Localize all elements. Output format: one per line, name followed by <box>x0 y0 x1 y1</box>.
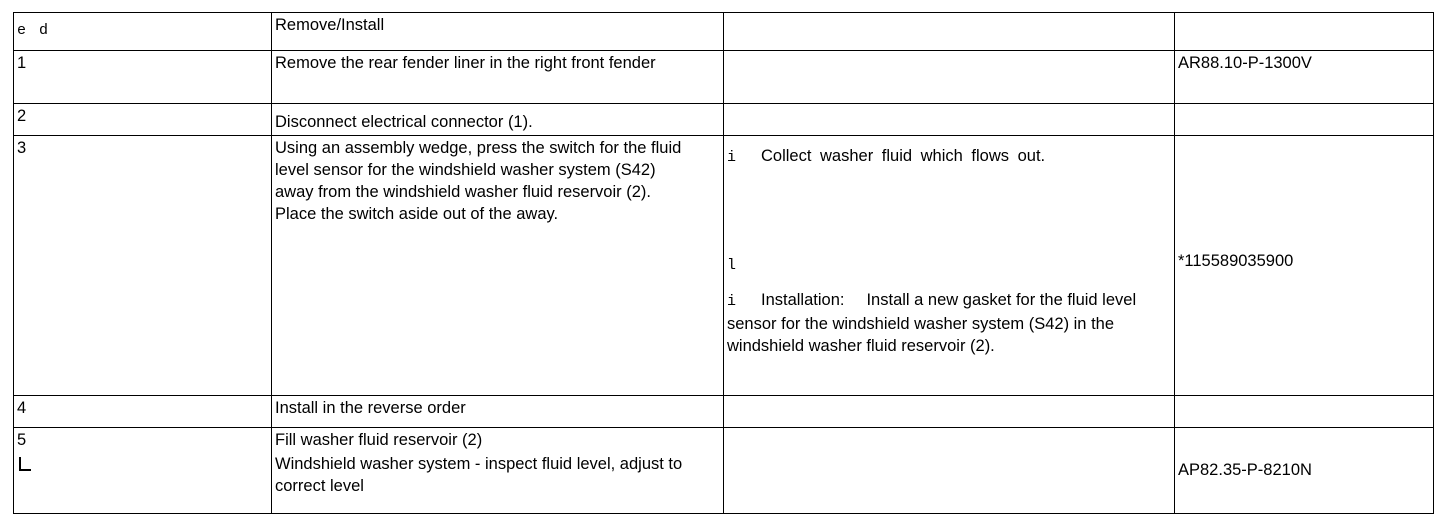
level-marker-icon: l <box>727 257 737 274</box>
header-row: e d Remove/Install <box>13 12 1434 51</box>
header-title-cell: Remove/Install <box>271 12 724 51</box>
step-number: 5 <box>17 431 27 449</box>
step-note-cell <box>723 395 1175 428</box>
note-installation: i Installation:Install a new gasket for t… <box>727 289 1147 357</box>
step-ref: *115589035900 <box>1178 252 1294 270</box>
step-text-cell: Fill washer fluid reservoir (2) Windshie… <box>271 427 724 514</box>
step-text: Disconnect electrical connector (1). <box>275 113 533 131</box>
step-number: 1 <box>17 54 27 72</box>
step-ref-cell: *115589035900 <box>1174 135 1434 396</box>
step-number-cell: 1 <box>13 50 272 104</box>
step-ref: AR88.10-P-1300V <box>1178 54 1312 72</box>
header-notes-cell <box>723 12 1175 51</box>
reference-corner-icon <box>17 455 33 473</box>
step-text-cell: Remove the rear fender liner in the righ… <box>271 50 724 104</box>
table-row: 1 Remove the rear fender liner in the ri… <box>13 50 1434 104</box>
step-number: 4 <box>17 399 27 417</box>
step-number-cell: 3 <box>13 135 272 396</box>
step-text: Remove the rear fender liner in the righ… <box>275 54 656 72</box>
step-number-cell: 4 <box>13 395 272 428</box>
step-note-cell <box>723 50 1175 104</box>
procedure-table: e d Remove/Install 1 Remove the rear fen… <box>13 12 1434 514</box>
table-row: 5 Fill washer fluid reservoir (2) Windsh… <box>13 427 1434 514</box>
step-note-cell <box>723 427 1175 514</box>
table-row: 4 Install in the reverse order <box>13 395 1434 428</box>
info-icon: i <box>727 293 737 310</box>
table-row: 2 Disconnect electrical connector (1). <box>13 103 1434 136</box>
installation-label: Installation: <box>761 291 845 309</box>
step-note-cell <box>723 103 1175 136</box>
step-ref-cell <box>1174 103 1434 136</box>
step-number: 2 <box>17 107 27 125</box>
step-ref-cell: AP82.35-P-8210N <box>1174 427 1434 514</box>
step-number-cell: 2 <box>13 103 272 136</box>
step-note-cell: i Collect washer fluid which flows out. l… <box>723 135 1175 396</box>
step-text: Install in the reverse order <box>275 399 466 417</box>
header-code: e d <box>17 22 51 39</box>
header-ref-cell <box>1174 12 1434 51</box>
step-number: 3 <box>17 139 27 157</box>
note-level-marker: l <box>727 253 1171 277</box>
note-collect-text: Collect washer fluid which flows out. <box>761 147 1046 165</box>
step-ref-cell <box>1174 395 1434 428</box>
header-code-cell: e d <box>13 12 272 51</box>
header-title: Remove/Install <box>275 16 385 34</box>
step-text-cell: Disconnect electrical connector (1). <box>271 103 724 136</box>
step-subtext: Windshield washer system - inspect fluid… <box>275 455 683 495</box>
step-text-cell: Using an assembly wedge, press the switc… <box>271 135 724 396</box>
installation-text: Install a new gasket for the fluid level… <box>727 291 1137 355</box>
table-row: 3 Using an assembly wedge, press the swi… <box>13 135 1434 396</box>
step-text-cell: Install in the reverse order <box>271 395 724 428</box>
note-collect: i Collect washer fluid which flows out. <box>727 145 1171 169</box>
step-ref: AP82.35-P-8210N <box>1178 461 1312 479</box>
info-icon: i <box>727 149 737 166</box>
step-text: Using an assembly wedge, press the switc… <box>275 139 682 223</box>
step-text: Fill washer fluid reservoir (2) <box>275 431 483 449</box>
step-number-cell: 5 <box>13 427 272 514</box>
step-ref-cell: AR88.10-P-1300V <box>1174 50 1434 104</box>
